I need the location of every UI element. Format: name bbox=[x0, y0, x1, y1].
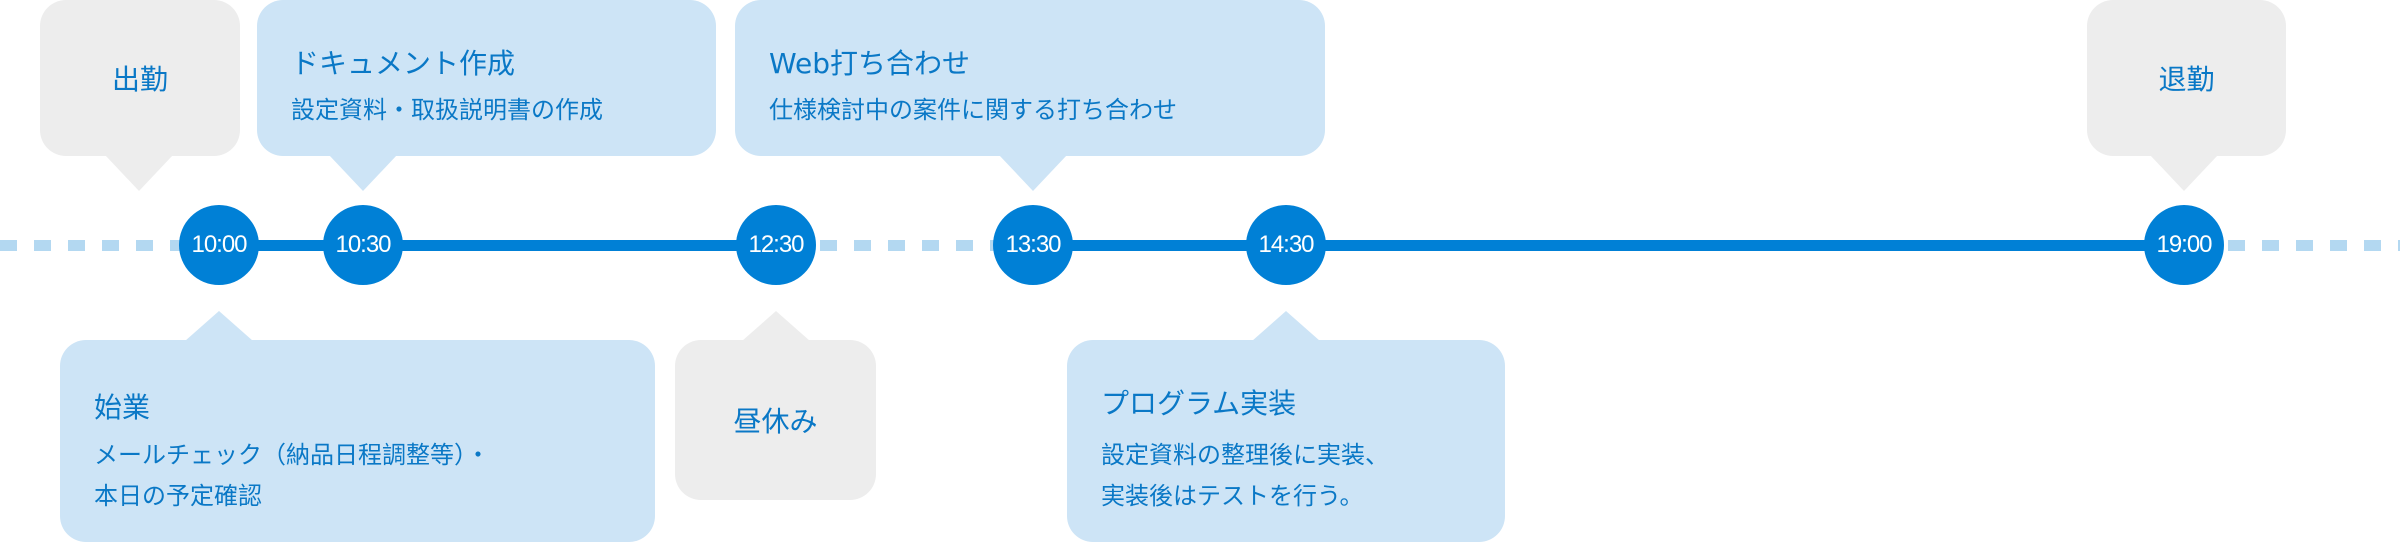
timeline-solid-segment bbox=[1033, 240, 2184, 251]
bubble-clock-out: 退勤 bbox=[2087, 0, 2286, 156]
timeline-dashed-segment bbox=[820, 240, 1010, 251]
bubble-programming: プログラム実装 設定資料の整理後に実装、 実装後はテストを行う。 bbox=[1067, 340, 1505, 542]
bubble-pointer bbox=[999, 155, 1067, 191]
bubble-title: プログラム実装 bbox=[1101, 387, 1297, 420]
bubble-description-line: 本日の予定確認 bbox=[94, 482, 262, 510]
bubble-pointer bbox=[105, 155, 173, 191]
time-node-1900: 19:00 bbox=[2144, 205, 2224, 285]
bubble-title: Web打ち合わせ bbox=[769, 47, 971, 80]
bubble-clock-in: 出勤 bbox=[40, 0, 240, 156]
bubble-description: 設定資料・取扱説明書の作成 bbox=[291, 96, 603, 124]
bubble-description: 仕様検討中の案件に関する打ち合わせ bbox=[769, 96, 1177, 124]
bubble-document: ドキュメント作成 設定資料・取扱説明書の作成 bbox=[257, 0, 716, 156]
time-node-1430: 14:30 bbox=[1246, 205, 1326, 285]
time-node-1330: 13:30 bbox=[993, 205, 1073, 285]
bubble-description-line: メールチェック（納品日程調整等）・ bbox=[94, 441, 490, 469]
bubble-web-meeting: Web打ち合わせ 仕様検討中の案件に関する打ち合わせ bbox=[735, 0, 1325, 156]
time-node-1230: 12:30 bbox=[736, 205, 816, 285]
bubble-start-work: 始業 メールチェック（納品日程調整等）・ 本日の予定確認 bbox=[60, 340, 655, 542]
bubble-description-line: 設定資料の整理後に実装、 bbox=[1101, 441, 1389, 469]
bubble-title: 始業 bbox=[94, 391, 151, 424]
bubble-title: 退勤 bbox=[2158, 63, 2215, 96]
bubble-pointer bbox=[742, 311, 810, 341]
timeline-solid-segment bbox=[219, 240, 776, 251]
bubble-description-line: 実装後はテストを行う。 bbox=[1101, 482, 1364, 510]
bubble-pointer bbox=[185, 311, 253, 341]
bubble-pointer bbox=[2150, 155, 2218, 191]
bubble-pointer bbox=[329, 155, 397, 191]
bubble-lunch: 昼休み bbox=[675, 340, 876, 500]
bubble-title: ドキュメント作成 bbox=[291, 47, 516, 80]
time-node-1000: 10:00 bbox=[179, 205, 259, 285]
timeline-dashed-segment bbox=[0, 240, 180, 251]
bubble-pointer bbox=[1252, 311, 1320, 341]
time-node-1030: 10:30 bbox=[323, 205, 403, 285]
bubble-title: 昼休み bbox=[733, 405, 818, 438]
timeline-dashed-segment bbox=[2228, 240, 2400, 251]
bubble-title: 出勤 bbox=[111, 63, 168, 96]
